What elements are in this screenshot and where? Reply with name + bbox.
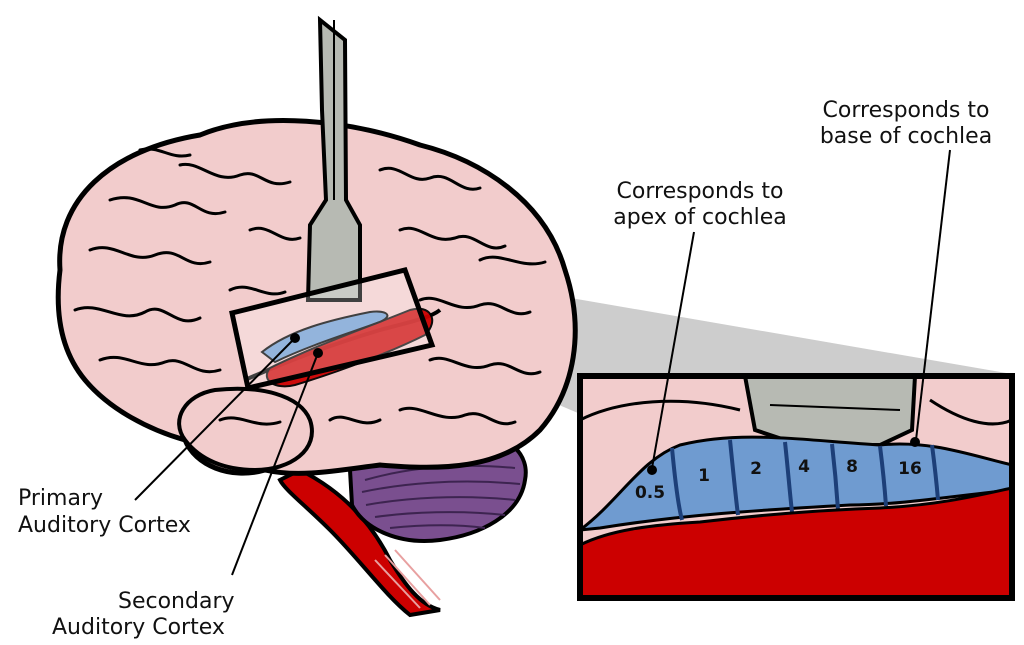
primary-auditory-cortex-zoom xyxy=(580,435,1012,532)
band-label: 16 xyxy=(898,459,922,479)
apex-label: apex of cochlea xyxy=(613,205,787,230)
primary-cortex-label: Primary xyxy=(18,486,103,511)
band-label: 2 xyxy=(750,459,762,479)
leader-lines xyxy=(134,149,951,576)
band-label: 1 xyxy=(698,466,710,486)
band-label: 8 xyxy=(846,457,858,477)
secondary-auditory-cortex-zoom xyxy=(580,486,1012,598)
secondary-cortex-label: Secondary xyxy=(118,589,235,614)
secondary-auditory-cortex-small xyxy=(265,307,434,388)
base-label: base of cochlea xyxy=(820,124,992,149)
selection-box xyxy=(229,267,436,392)
apex-label: Corresponds to xyxy=(617,179,784,204)
band-label: 4 xyxy=(798,457,810,477)
base-label: Corresponds to xyxy=(823,98,990,123)
electrode xyxy=(305,15,362,302)
annotation-labels: Primary Auditory Cortex Secondary Audito… xyxy=(18,98,992,640)
primary-auditory-cortex-small xyxy=(260,310,389,364)
band-label: 0.5 xyxy=(635,483,665,503)
zoom-inset xyxy=(577,373,1015,601)
frequency-band-labels: 0.5 1 2 4 8 16 xyxy=(635,457,922,503)
primary-cortex-label: Auditory Cortex xyxy=(18,513,191,538)
brainstem-fibers xyxy=(374,549,441,609)
secondary-cortex-label: Auditory Cortex xyxy=(52,615,225,640)
